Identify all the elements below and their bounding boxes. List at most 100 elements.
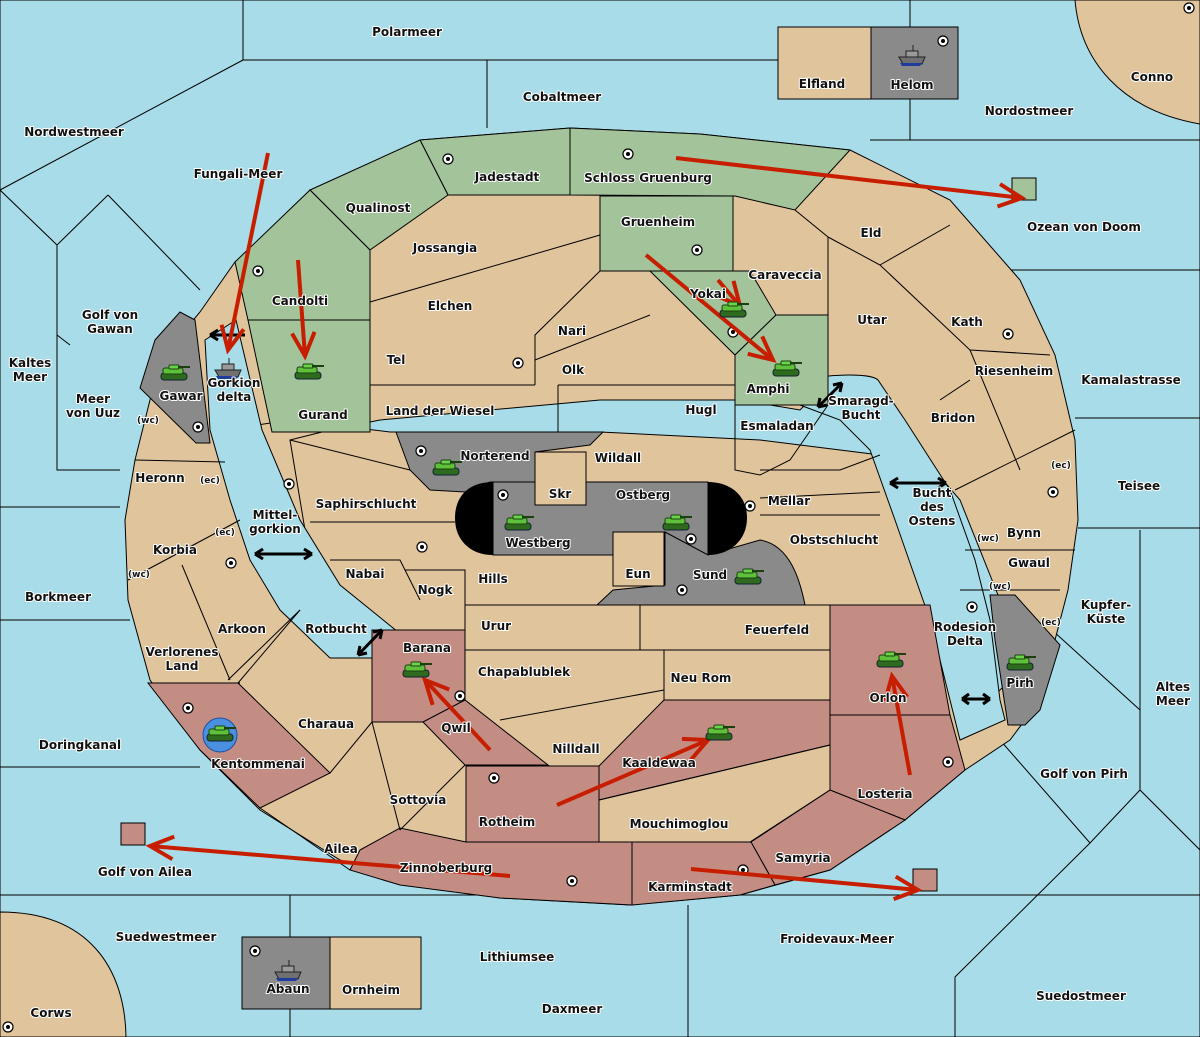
province-label-barana: Barana [403,641,451,655]
rotheim-region[interactable] [465,765,600,843]
province-label-neu-rom: Neu Rom [671,671,732,685]
sea-label-froidevaux-meer: Froidevaux-Meer [780,932,894,946]
sea-label-suedwestmeer: Suedwestmeer [116,930,217,944]
fleet-unit-icon[interactable] [274,960,302,981]
province-label-tel: Tel [387,353,406,367]
sea-label-rotbucht: Rotbucht [305,622,367,636]
province-label-gurand: Gurand [298,408,348,422]
province-label-caraveccia: Caraveccia [748,268,821,282]
elfland-region[interactable] [777,26,872,100]
fleet-unit-icon[interactable] [898,45,926,66]
move-order-arrow [690,867,923,901]
province-label-mellar: Mellar [768,494,810,508]
province-label-obstschlucht: Obstschlucht [790,533,879,547]
sea-label-mittelgorkion: Mittel-gorkion [249,508,301,536]
province-label-abaun: Abaun [266,982,309,996]
coast-label: (ec) [1051,461,1071,471]
gruenheim-region[interactable] [599,195,734,272]
province-label-nari: Nari [558,324,586,338]
province-label-qwil: Qwil [441,721,471,735]
supply-center-icon [691,244,703,256]
province-label-feuerfeld: Feuerfeld [745,623,810,637]
losteria-region[interactable] [829,714,966,821]
army-unit-icon[interactable] [1006,654,1036,671]
province-label-orlon: Orlon [869,691,906,705]
supply-center-icon [622,148,634,160]
corws-region[interactable] [0,911,127,1037]
sea-label-nordostmeer: Nordostmeer [985,104,1074,118]
province-label-karminstadt: Karminstadt [648,880,732,894]
army-unit-icon[interactable] [876,651,906,668]
province-label-pirh: Pirh [1006,676,1033,690]
conno-region[interactable] [1074,0,1200,125]
province-label-helom: Helom [890,78,933,92]
amphi-region[interactable] [734,314,829,406]
province-label-samyria: Samyria [775,851,830,865]
supply-center-icon [1002,328,1014,340]
province-label-bynn: Bynn [1007,526,1041,540]
supply-center-icon [966,601,978,613]
coast-label: (ec) [200,476,220,486]
army-unit-icon[interactable] [772,360,802,377]
dislodged-unit-box[interactable] [120,822,146,846]
province-label-losteria: Losteria [857,787,912,801]
army-unit-icon[interactable] [734,568,764,585]
army-unit-icon[interactable] [202,717,238,753]
sea-label-borkmeer: Borkmeer [25,590,91,604]
province-label-kath: Kath [951,315,983,329]
sea-label-kupfer-kueste: Kupfer-Küste [1081,598,1131,626]
eastern-channel [799,374,1006,741]
province-label-corws: Corws [30,1006,71,1020]
supply-center-icon [566,875,578,887]
supply-center-icon [676,584,688,596]
province-label-land-der-wiesel: Land der Wiesel [386,404,495,418]
zinnoberburg-region[interactable] [349,827,633,906]
province-label-elfland: Elfland [799,77,845,91]
coast-label: (wc) [128,570,150,580]
province-label-hugl: Hugl [685,403,716,417]
sea-label-fungali-meer: Fungali-Meer [194,167,283,181]
province-label-olk: Olk [562,363,585,377]
army-unit-icon[interactable] [402,661,432,678]
province-label-heronn: Heronn [135,471,184,485]
province-label-elchen: Elchen [428,299,473,313]
coast-label: (ec) [1041,618,1061,628]
army-unit-icon[interactable] [294,363,324,380]
sea-label-cobaltmeer: Cobaltmeer [523,90,601,104]
province-label-skr: Skr [549,487,572,501]
skr-region[interactable] [534,451,587,506]
army-unit-icon[interactable] [719,301,749,318]
army-unit-icon[interactable] [160,364,190,381]
move-order-arrow [675,156,1027,209]
dislodged-unit-box[interactable] [912,868,938,892]
province-label-urur: Urur [481,619,511,633]
coast-label: (wc) [989,582,1011,592]
army-unit-icon[interactable] [432,459,462,476]
sea-label-smaragd-bucht: Smaragd-Bucht [828,394,893,422]
move-order-arrow [290,259,317,361]
army-unit-icon[interactable] [705,724,735,741]
move-order-arrow [421,676,492,752]
fleet-unit-icon[interactable] [214,358,242,379]
province-label-zinnoberburg: Zinnoberburg [400,861,492,875]
supply-center-icon [249,945,261,957]
army-unit-icon[interactable] [662,514,692,531]
east-pill-end [708,482,747,555]
move-order-arrow [219,152,270,355]
province-label-ailea: Ailea [324,842,358,856]
province-label-qualinost: Qualinost [346,201,411,215]
ornheim-region[interactable] [329,936,422,1010]
army-unit-icon[interactable] [504,514,534,531]
eun-region[interactable] [612,531,665,587]
province-label-riesenheim: Riesenheim [975,364,1054,378]
move-order-arrow [145,834,511,878]
